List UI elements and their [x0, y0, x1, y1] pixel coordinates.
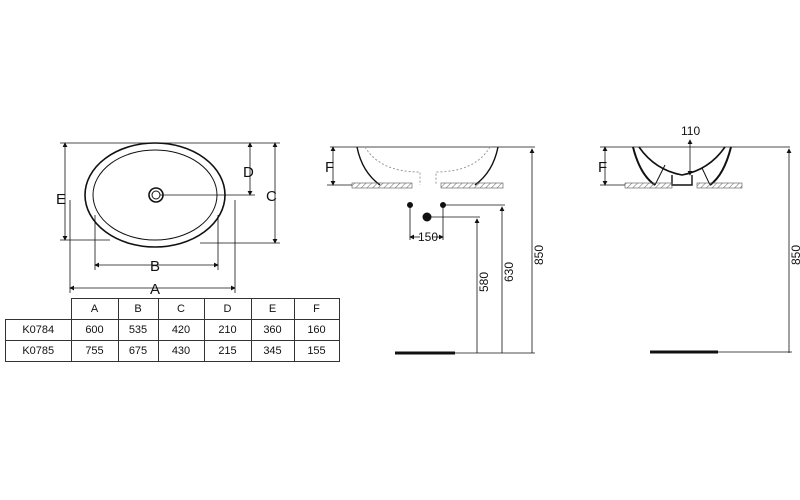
side-view-basin [327, 146, 535, 222]
model-cell: K0785 [5, 340, 72, 362]
dimensions-table: A B C D E F K0784 600 535 420 210 360 16… [5, 298, 340, 362]
model-cell: K0784 [5, 319, 72, 341]
header-cell: C [157, 298, 205, 320]
table-cell: 420 [157, 319, 205, 341]
header-cell: B [117, 298, 159, 320]
table-cell: 535 [117, 319, 159, 341]
table-cell: 345 [250, 340, 295, 362]
header-cell: D [203, 298, 252, 320]
label-850-side: 850 [532, 245, 546, 265]
table-cell: 215 [203, 340, 252, 362]
label-d: D [243, 164, 254, 181]
top-view-dimensions [60, 142, 280, 293]
label-f-side: F [325, 159, 334, 176]
end-view-dimensions [650, 148, 792, 354]
table-cell: 430 [157, 340, 205, 362]
table-cell: 210 [203, 319, 252, 341]
label-150: 150 [418, 230, 438, 244]
label-580: 580 [477, 272, 491, 292]
table-row: K0785 755 675 430 215 345 155 [5, 340, 340, 362]
label-c: C [266, 188, 277, 205]
label-e: E [56, 191, 66, 208]
table-cell: 675 [117, 340, 159, 362]
header-cell: A [70, 298, 119, 320]
label-b: B [150, 258, 160, 275]
label-a: A [150, 281, 160, 298]
label-110: 110 [681, 124, 700, 138]
side-view-dimensions [395, 148, 535, 355]
table-cell: 755 [70, 340, 119, 362]
table-cell: 600 [70, 319, 119, 341]
end-view-basin [600, 139, 790, 189]
table-row: K0784 600 535 420 210 360 160 [5, 319, 340, 341]
label-f-end: F [598, 159, 607, 176]
header-cell: F [293, 298, 340, 320]
table-header-row: A B C D E F [6, 298, 340, 320]
table-cell: 360 [250, 319, 295, 341]
header-cell: E [250, 298, 295, 320]
label-630: 630 [502, 262, 516, 282]
table-cell: 155 [293, 340, 340, 362]
table-cell: 160 [293, 319, 340, 341]
label-850-end: 850 [789, 245, 800, 265]
